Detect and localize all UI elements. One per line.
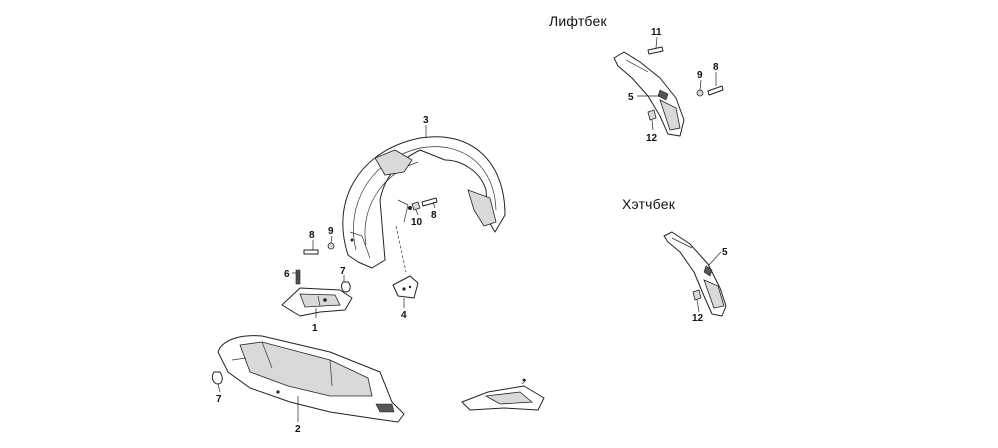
liftback-liner <box>613 51 685 137</box>
fastener-7-clip-upper <box>341 281 351 293</box>
callout-9-left: 9 <box>328 226 334 237</box>
fastener-9-washer-left <box>327 242 335 250</box>
bracket-4 <box>392 275 419 299</box>
lower-deflector <box>217 335 405 423</box>
callout-9-liftback: 9 <box>697 70 703 81</box>
callout-3: 3 <box>423 115 429 126</box>
liftback-bolt-8 <box>707 85 724 96</box>
callout-10: 10 <box>411 217 423 228</box>
fastener-8-bolt-left <box>303 249 319 255</box>
fastener-7-clip-lower <box>211 371 223 385</box>
callout-5-liftback: 5 <box>628 92 634 103</box>
callout-6: 6 <box>284 269 290 280</box>
callout-leaders <box>217 36 722 422</box>
hatchback-clip-12 <box>692 289 702 301</box>
hatchback-liner <box>663 231 727 317</box>
liftback-washer-9 <box>696 89 704 97</box>
fastener-10-nut <box>411 201 421 211</box>
callout-1: 1 <box>312 323 318 334</box>
callout-7-lower: 7 <box>216 394 222 405</box>
callout-12-liftback: 12 <box>646 133 658 144</box>
wheel-arch-liner <box>342 136 506 269</box>
liftback-clip-12 <box>647 109 657 121</box>
bracket-1 <box>281 287 353 317</box>
callout-4: 4 <box>401 310 407 321</box>
callout-11-liftback: 11 <box>651 27 662 38</box>
callout-5-hatchback: 5 <box>722 247 728 258</box>
fastener-6-screw <box>295 269 301 285</box>
callout-7-upper: 7 <box>340 266 346 277</box>
callout-8-right: 8 <box>431 210 437 221</box>
lower-bracket <box>461 378 545 411</box>
callout-8-liftback: 8 <box>713 62 719 73</box>
callout-2: 2 <box>295 424 301 435</box>
callout-8-left: 8 <box>309 230 315 241</box>
callout-12-hatchback: 12 <box>692 313 704 324</box>
fastener-8-bolt-right <box>421 197 438 207</box>
heading-liftback: Лифтбек <box>549 13 607 29</box>
liftback-screw-11 <box>647 46 664 55</box>
callout-labels: 1 2 3 4 6 7 7 8 8 9 10 11 9 8 5 12 5 12 <box>216 27 728 435</box>
heading-hatchback: Хэтчбек <box>622 196 676 212</box>
